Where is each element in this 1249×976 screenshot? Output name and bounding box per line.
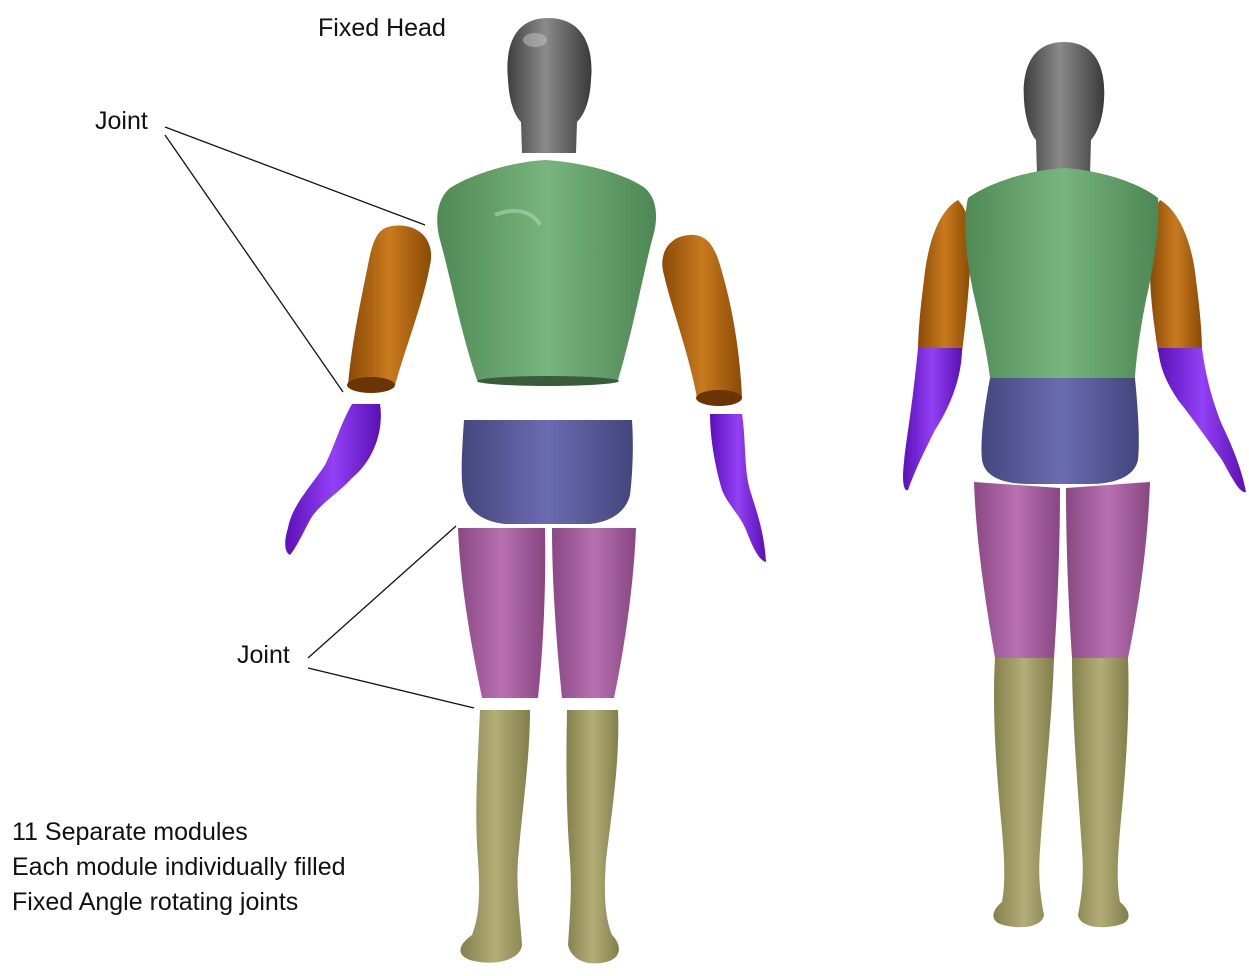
module-notes: 11 Separate modules Each module individu… (12, 815, 346, 920)
left-thigh-module (458, 528, 545, 698)
left-upper-arm-module (347, 225, 431, 393)
assembled-head (1024, 42, 1105, 175)
right-thigh-module (552, 528, 636, 698)
assembled-shins-feet (993, 658, 1128, 927)
right-forearm-hand-module (710, 414, 766, 562)
assembled-figure (903, 42, 1246, 927)
note-line: Each module individually filled (12, 850, 346, 885)
head-module (507, 18, 591, 153)
note-line: 11 Separate modules (12, 815, 346, 850)
joint-label-lower: Joint (237, 641, 290, 670)
assembled-torso (965, 168, 1158, 378)
pelvis-module (462, 420, 633, 524)
exploded-figure (285, 18, 766, 963)
note-line: Fixed Angle rotating joints (12, 885, 346, 920)
left-shin-foot-module (460, 710, 530, 963)
assembled-pelvis (981, 378, 1138, 484)
joint-label-upper: Joint (95, 107, 148, 136)
fixed-head-label: Fixed Head (318, 14, 446, 43)
right-shin-foot-module (566, 710, 618, 963)
assembled-thighs (974, 482, 1150, 658)
joint-leader-lines (165, 127, 474, 708)
torso-module (437, 160, 656, 386)
right-upper-arm-module (662, 235, 742, 406)
left-forearm-hand-module (285, 404, 381, 555)
